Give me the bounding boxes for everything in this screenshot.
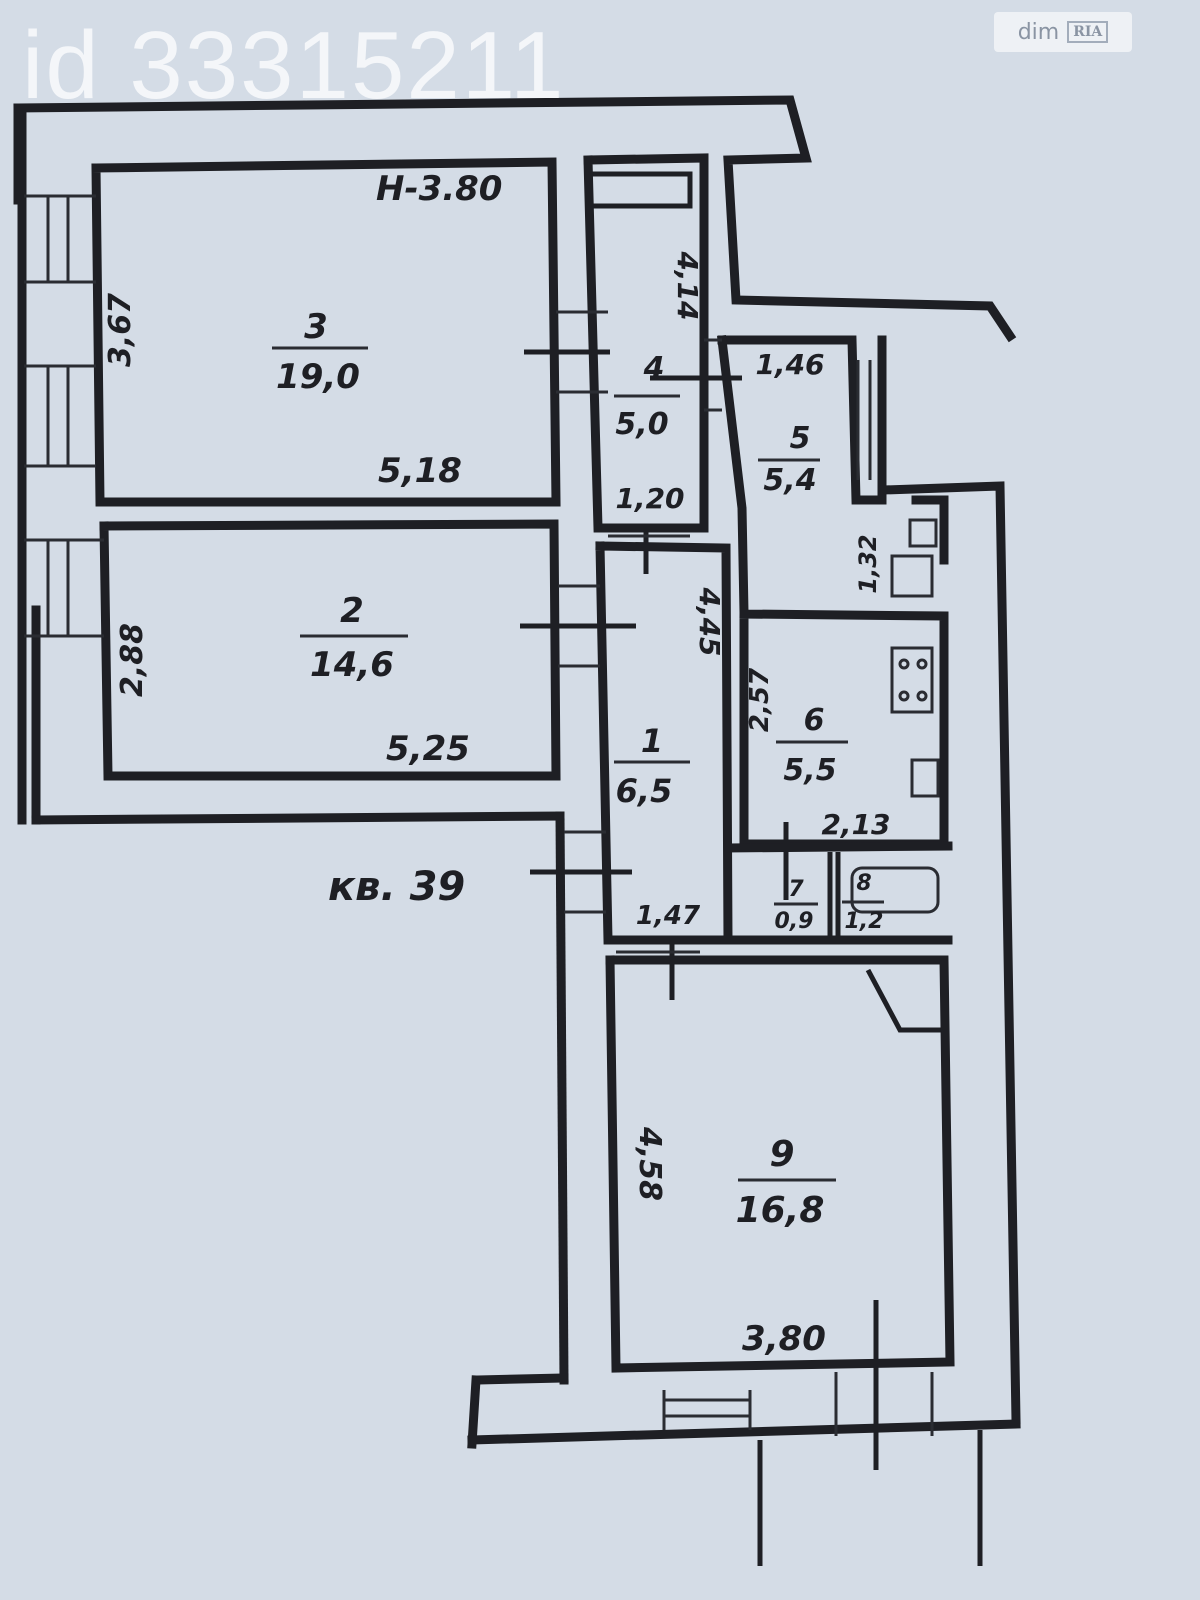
labels: кв. 39 H-3.80 3 19,0 3,67 5,18 4 5,0 4,1…	[103, 169, 891, 1359]
watermark-logo: dim RIA	[994, 12, 1132, 52]
room-8: 8 1,2	[842, 871, 884, 934]
room-dim: 1,20	[615, 482, 684, 515]
room-dim: 5,18	[378, 451, 462, 491]
room-1: 1 6,5 4,45 1,47	[614, 586, 726, 931]
listing-id: id 33315211	[22, 12, 566, 119]
fixtures	[850, 518, 940, 914]
room-number: 3	[304, 307, 328, 347]
room-area: 0,9	[775, 909, 814, 934]
room-dim: 4,45	[693, 586, 726, 656]
floor-plan: кв. 39 H-3.80 3 19,0 3,67 5,18 4 5,0 4,1…	[13, 95, 1021, 1566]
room-3: 3 19,0 3,67 5,18	[103, 293, 462, 491]
room-dim: 1,47	[636, 901, 701, 931]
room-6: 6 5,5 2,57 2,13	[745, 667, 891, 841]
room-number: 1	[641, 722, 663, 760]
room-dim: 2,57	[745, 667, 775, 732]
room-dim: 1,46	[755, 348, 824, 381]
room-area: 5,4	[763, 463, 816, 498]
room-area: 16,8	[736, 1190, 825, 1231]
room-area: 5,5	[783, 753, 836, 788]
room-number: 6	[804, 703, 825, 738]
room-number: 2	[340, 591, 364, 631]
watermark-left: dim	[1017, 19, 1060, 45]
room-dim: 2,13	[821, 808, 890, 841]
room-dim: 3,67	[103, 293, 138, 367]
room-4: 4 5,0 4,14 1,20	[614, 250, 704, 515]
room-area: 19,0	[276, 357, 360, 397]
room-dim: 4,14	[671, 250, 704, 320]
room-number: 5	[790, 421, 811, 456]
room-number: 9	[769, 1134, 794, 1175]
room-dim: 1,32	[854, 534, 882, 593]
room-dim: 3,80	[742, 1319, 826, 1359]
doors	[520, 310, 879, 1470]
room-dim: 2,88	[115, 623, 150, 697]
room-9: 9 16,8 4,58 3,80	[632, 1126, 836, 1359]
room-area: 14,6	[310, 645, 394, 685]
walls	[13, 95, 1021, 1566]
room-dim: 4,58	[632, 1126, 667, 1201]
room-number: 7	[788, 877, 804, 902]
watermark-right: RIA	[1067, 21, 1109, 43]
ceiling-height: H-3.80	[376, 169, 502, 209]
room-number: 4	[643, 351, 665, 386]
room-5: 5 5,4 1,46 1,32	[755, 348, 882, 594]
room-area: 1,2	[845, 909, 884, 934]
windows	[24, 194, 934, 1436]
apartment-label: кв. 39	[328, 864, 465, 910]
room-area: 6,5	[616, 772, 673, 810]
room-2: 2 14,6 2,88 5,25	[115, 591, 470, 769]
room-dim: 5,25	[386, 729, 470, 769]
room-7: 7 0,9	[774, 877, 818, 934]
room-number: 8	[856, 871, 871, 896]
room-area: 5,0	[615, 407, 668, 442]
